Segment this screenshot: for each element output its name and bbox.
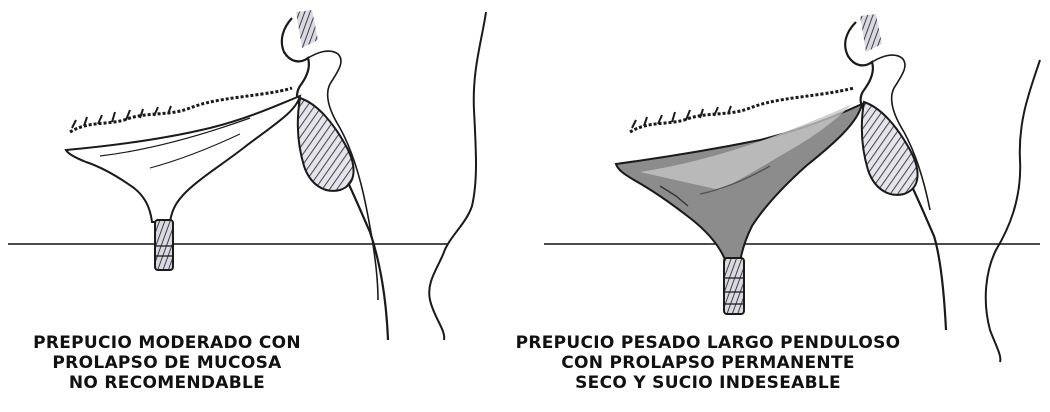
right-belly-hair	[629, 86, 855, 134]
left-sheath	[64, 94, 302, 223]
caption-left-line-2: PROLAPSO DE MUCOSA	[52, 353, 282, 373]
right-leg-inner	[871, 54, 931, 211]
caption-right-line-2: CON PROLAPSO PERMANENTE	[561, 353, 855, 373]
right-panel	[544, 14, 1041, 363]
caption-right-line-3: SECO Y SUCIO INDESEABLE	[575, 373, 841, 393]
caption-left-line-1: PREPUCIO MODERADO CON	[33, 333, 301, 353]
left-prolapse	[154, 219, 174, 271]
right-top-hatch	[860, 14, 882, 52]
right-prolapse	[723, 257, 745, 315]
left-leg-inner	[307, 50, 379, 301]
caption-left: PREPUCIO MODERADO CON PROLAPSO DE MUCOSA…	[12, 333, 322, 393]
left-panel	[8, 10, 487, 341]
caption-right: PREPUCIO PESADO LARGO PENDULOSO CON PROL…	[478, 333, 938, 393]
right-hindleg-outline	[984, 59, 1041, 363]
left-scrotum	[296, 96, 355, 192]
caption-right-line-1: PREPUCIO PESADO LARGO PENDULOSO	[515, 333, 901, 353]
left-belly-hair	[69, 86, 293, 134]
left-top-hatch	[296, 10, 318, 48]
right-sheath	[614, 102, 864, 263]
left-hindleg-outline	[428, 11, 487, 341]
caption-left-line-3: NO RECOMENDABLE	[68, 373, 266, 393]
right-scrotum	[860, 100, 919, 196]
